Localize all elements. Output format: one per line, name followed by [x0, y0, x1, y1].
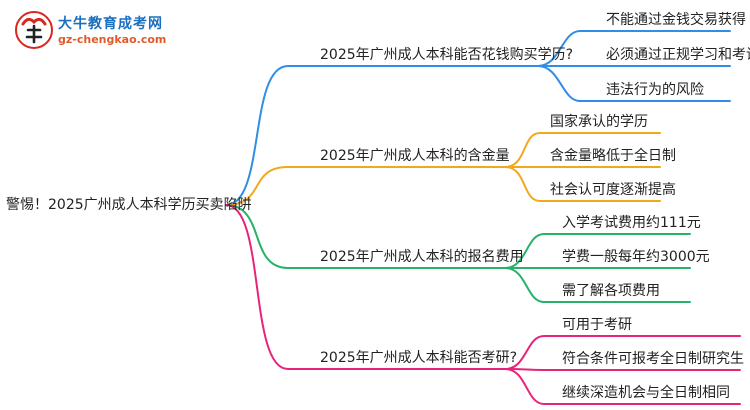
leaf-state-recognized: 国家承认的学历	[550, 114, 648, 130]
root-topic: 警惕！2025广州成人本科学历买卖陷阱	[6, 197, 252, 213]
leaf-know-all-fees: 需了解各项费用	[562, 283, 660, 299]
branch-buy-degree: 2025年广州成人本科能否花钱购买学历?	[320, 47, 574, 63]
leaf-connector	[504, 267, 691, 303]
leaf-connector	[504, 335, 741, 370]
leaf-fulltime-postgrad: 符合条件可报考全日制研究生	[562, 351, 744, 367]
leaf-connector	[537, 65, 731, 102]
site-logo[interactable]: 大牛教育成考网 gz-chengkao.com	[14, 10, 194, 52]
branch-connector	[225, 204, 506, 370]
leaf-connector	[504, 166, 661, 202]
leaf-illegal-risk: 违法行为的风险	[606, 82, 704, 98]
leaf-usable-for-postgrad: 可用于考研	[562, 317, 632, 333]
leaf-exam-fee: 入学考试费用约111元	[562, 215, 701, 231]
leaf-connector	[504, 368, 741, 405]
site-url: gz-chengkao.com	[58, 33, 167, 46]
branch-fees: 2025年广州成人本科的报名费用	[320, 249, 524, 265]
branch-connector	[225, 204, 506, 269]
leaf-connector	[504, 132, 661, 168]
leaf-tuition: 学费一般每年约3000元	[562, 249, 710, 265]
leaf-connector	[504, 368, 741, 371]
branch-connector	[225, 166, 506, 206]
leaf-connector	[537, 30, 731, 67]
branch-postgrad: 2025年广州成人本科能否考研?	[320, 350, 518, 366]
leaf-recognition-rising: 社会认可度逐渐提高	[550, 182, 676, 198]
leaf-same-opportunity: 继续深造机会与全日制相同	[562, 385, 730, 401]
bull-logo-icon	[15, 11, 53, 49]
leaf-no-money-trade: 不能通过金钱交易获得	[606, 12, 746, 28]
site-name: 大牛教育成考网	[58, 16, 163, 32]
leaf-connector	[504, 233, 691, 269]
branch-degree-value: 2025年广州成人本科的含金量	[320, 148, 510, 164]
leaf-regular-study-exam: 必须通过正规学习和考试	[606, 47, 750, 63]
branch-connector	[225, 65, 539, 206]
leaf-slightly-lower: 含金量略低于全日制	[550, 148, 676, 164]
